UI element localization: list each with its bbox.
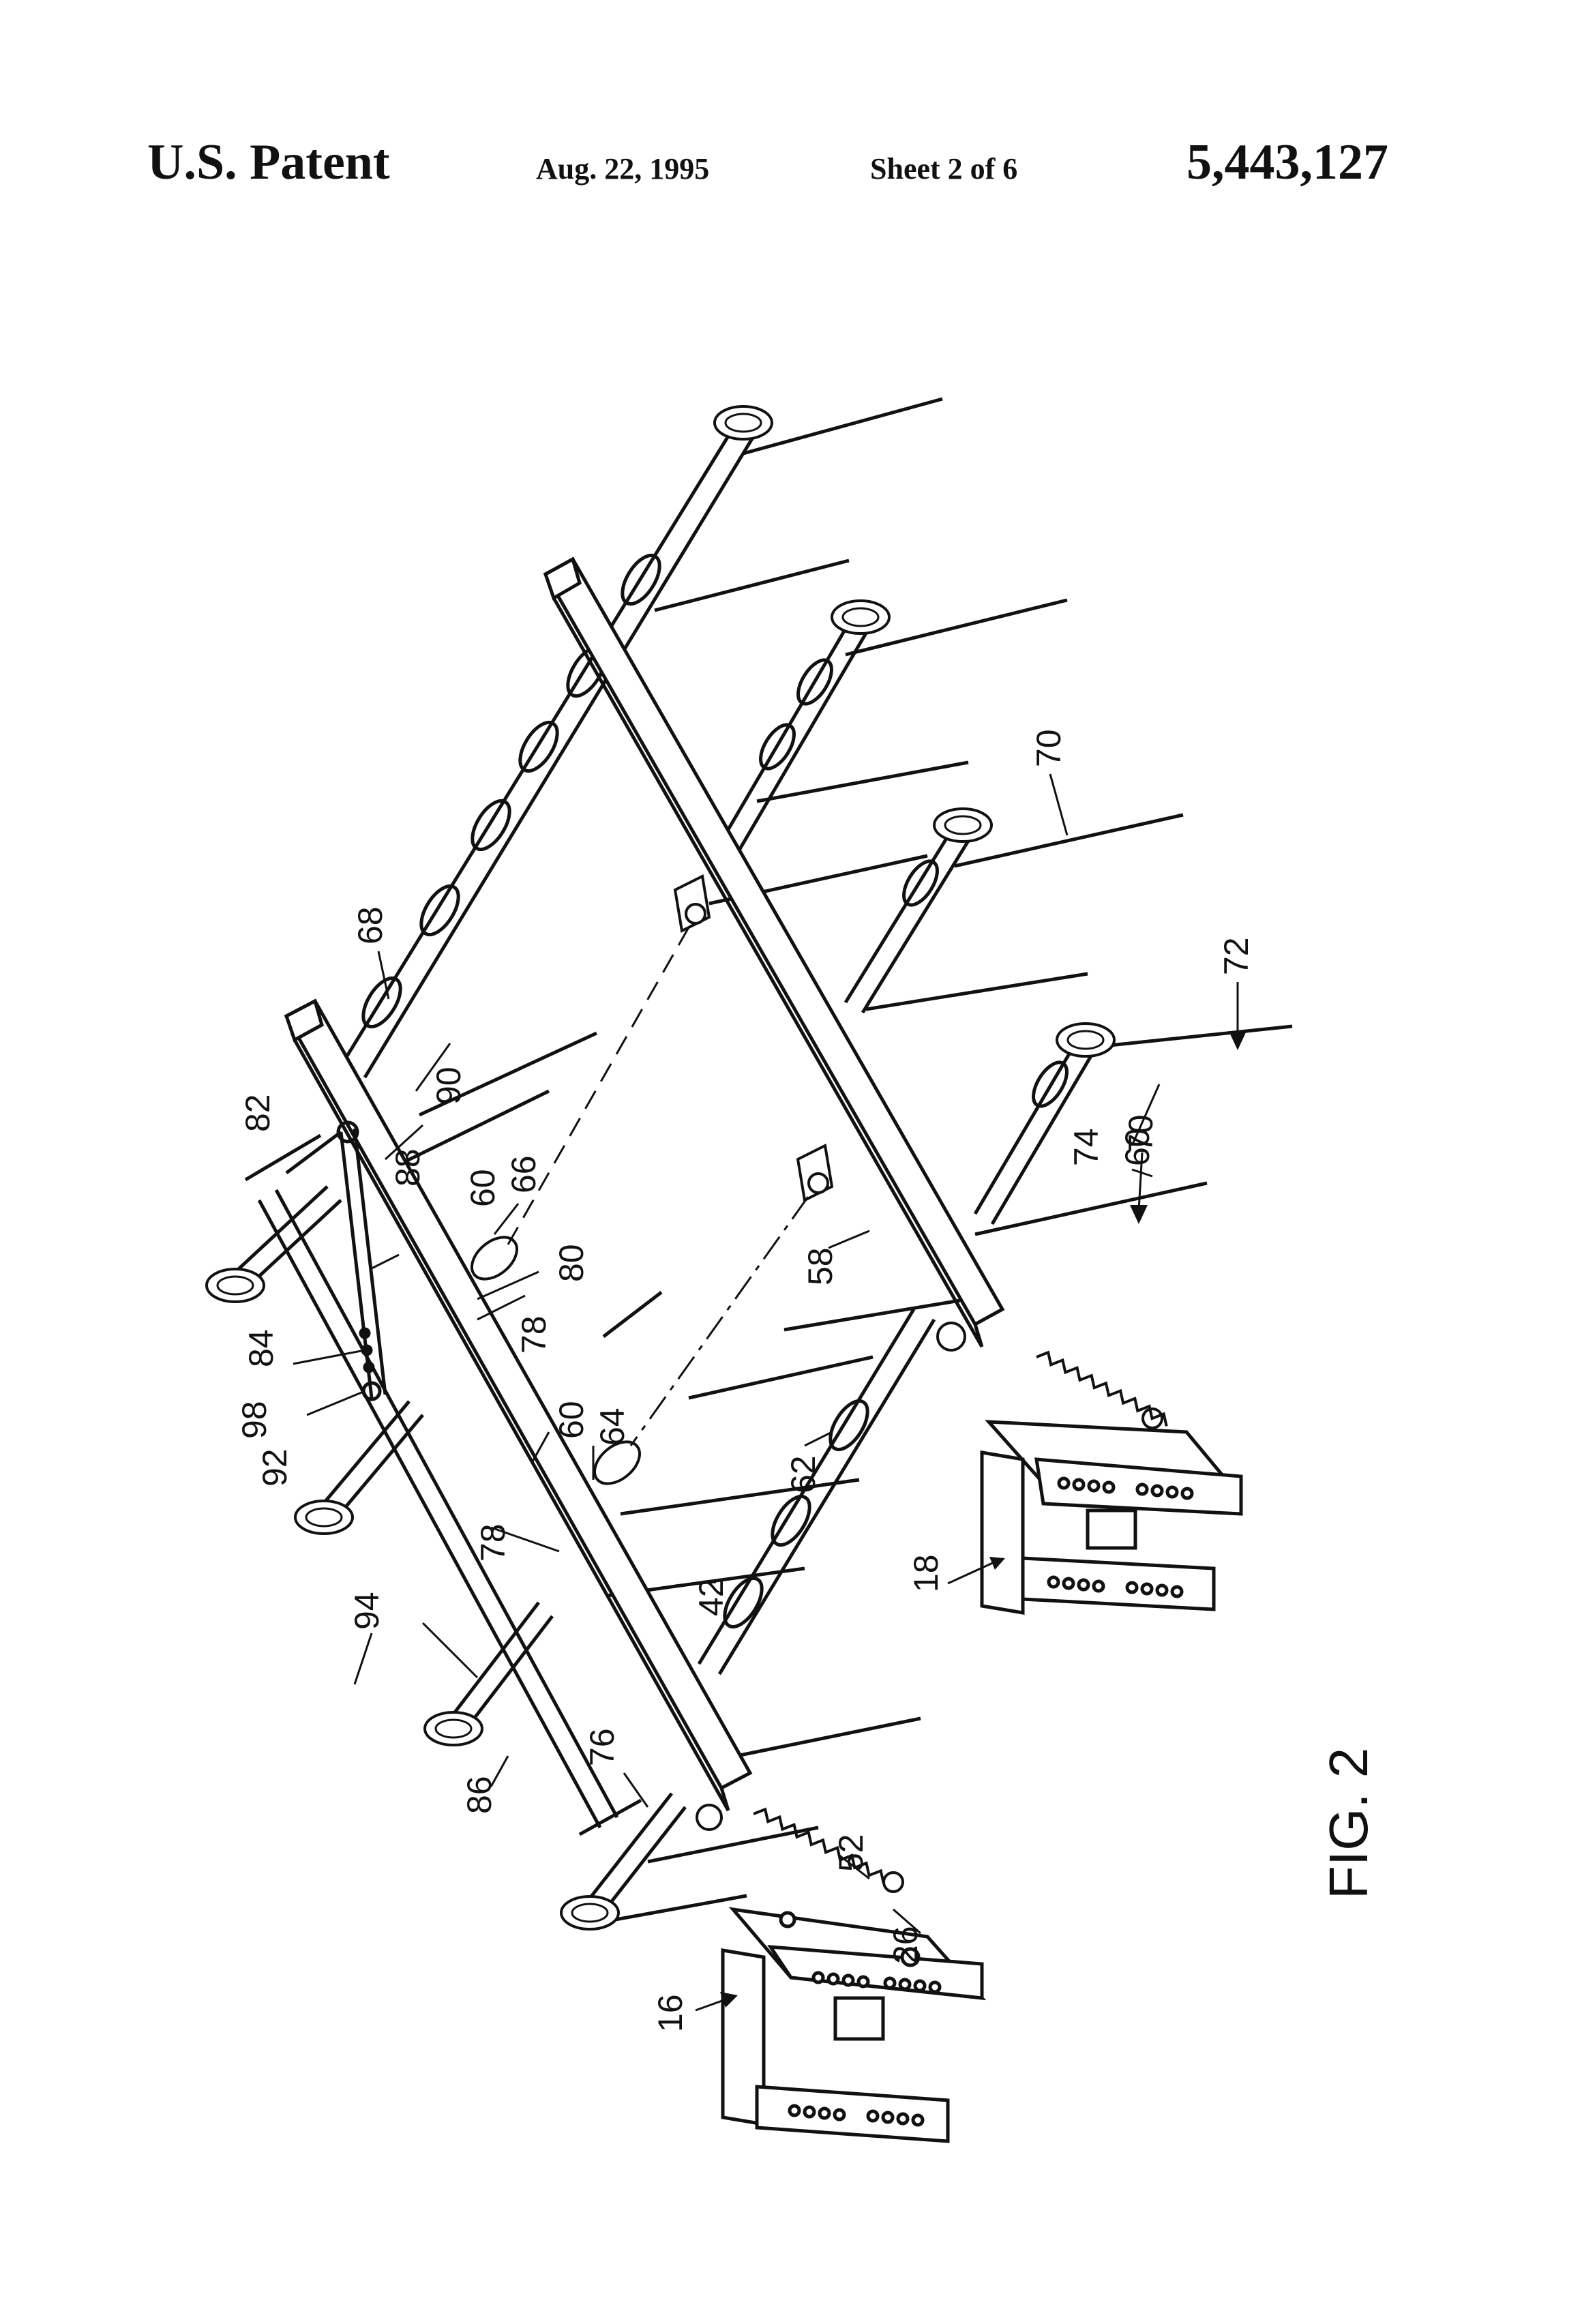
ref-18: 18	[907, 1554, 945, 1592]
ref-52: 52	[832, 1834, 870, 1872]
ref-60b: 60	[464, 1169, 502, 1207]
ref-62: 62	[784, 1455, 822, 1493]
tine-bar-mid	[723, 617, 869, 849]
ref-76: 76	[583, 1728, 621, 1766]
front-beam-42	[286, 1001, 750, 1811]
tine-bar-68	[344, 423, 753, 1077]
ref-84: 84	[242, 1329, 280, 1367]
ref-94: 94	[348, 1592, 386, 1630]
guide-lines	[508, 927, 808, 1446]
ref-88: 88	[389, 1148, 427, 1187]
main-beam-58	[546, 559, 1002, 1347]
mount-bracket-18	[982, 1422, 1241, 1613]
ref-42: 42	[692, 1578, 730, 1616]
ref-82: 82	[239, 1094, 277, 1132]
ref-64: 64	[593, 1407, 631, 1446]
ref-72: 72	[1217, 937, 1255, 975]
ref-98: 98	[235, 1401, 273, 1439]
ref-86: 86	[460, 1776, 498, 1814]
ref-16: 16	[651, 1994, 689, 2032]
ref-78: 78	[515, 1315, 553, 1354]
ref-26: 26	[886, 1926, 925, 1964]
ref-60c: 60	[552, 1401, 591, 1439]
ref-66: 66	[505, 1155, 543, 1193]
ref-90: 90	[430, 1067, 468, 1105]
ref-70a: 70	[1030, 729, 1068, 767]
figure-label: FIG. 2	[1318, 1748, 1379, 1899]
ref-70b: 70	[1122, 1114, 1160, 1152]
ref-78b: 78	[474, 1523, 512, 1562]
ref-68: 68	[351, 906, 389, 944]
ref-80: 80	[552, 1244, 591, 1282]
spring-rear	[938, 1323, 1171, 1428]
ref-74: 74	[1067, 1128, 1105, 1166]
ref-92: 92	[256, 1448, 294, 1487]
mount-bracket-16	[723, 1909, 982, 2141]
spring-52	[697, 1805, 903, 1892]
ref-58: 58	[801, 1247, 839, 1285]
